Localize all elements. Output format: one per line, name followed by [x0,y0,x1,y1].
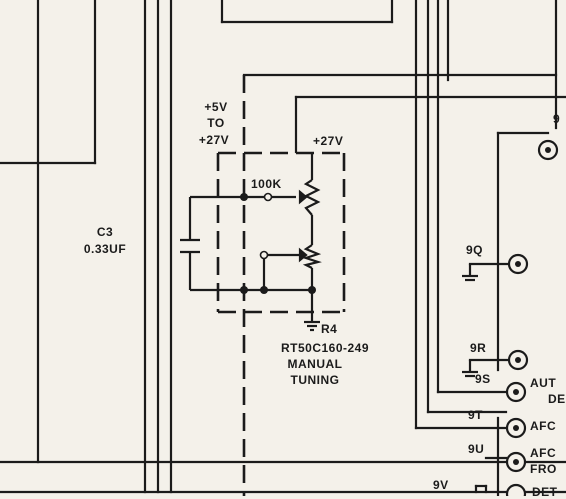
right-label-afc: AFC [530,419,557,433]
terminal-9s-label: 9S [475,372,491,386]
right-label-det: DET [532,485,558,499]
wiper-arrow [298,247,308,263]
terminal-core [515,357,521,363]
terminal-9v-label: 9V [433,478,449,492]
terminal-9r-label: 9R [470,341,487,355]
capacitor-value: 0.33UF [83,242,127,256]
terminal-9t-label: 9T [468,408,484,422]
resistor-desc-2: TUNING [290,373,340,387]
terminal-core [545,147,551,153]
terminal-9-label: 9 [553,112,561,126]
right-label-fro: FRO [530,462,557,476]
terminal-core [513,389,519,395]
resistor-lower [302,244,322,269]
junction-dot [240,193,248,201]
resistor-part-number: RT50C160-249 [280,341,370,355]
right-label-de: DE [548,392,566,406]
right-label-afc-2: AFC [530,446,557,460]
supply-label-line1: +5V [204,100,228,114]
supply-27v-label: +27V [313,134,344,148]
pot-value-label: 100K [251,177,282,191]
junction-dot [308,286,316,294]
terminal-9q-label: 9Q [466,243,484,257]
resistor-desc-1: MANUAL [287,357,343,371]
terminal-9u-label: 9U [468,442,485,456]
pot-tap-icon [263,192,273,202]
supply-label-line2: TO [207,116,225,130]
terminal-9v-icon [505,483,527,496]
right-label-aut: AUT [530,376,557,390]
resistor-upper [303,179,321,216]
junction-dot [260,286,268,294]
terminal-core [515,261,521,267]
wiper-arrow [298,189,308,205]
terminal-core [513,425,519,431]
resistor-ref: R4 [321,322,338,336]
supply-label-line3: +27V [198,133,230,147]
pot-tap-icon [259,250,269,260]
junction-dot [240,286,248,294]
terminal-core [513,459,519,465]
capacitor-ref: C3 [96,225,114,239]
